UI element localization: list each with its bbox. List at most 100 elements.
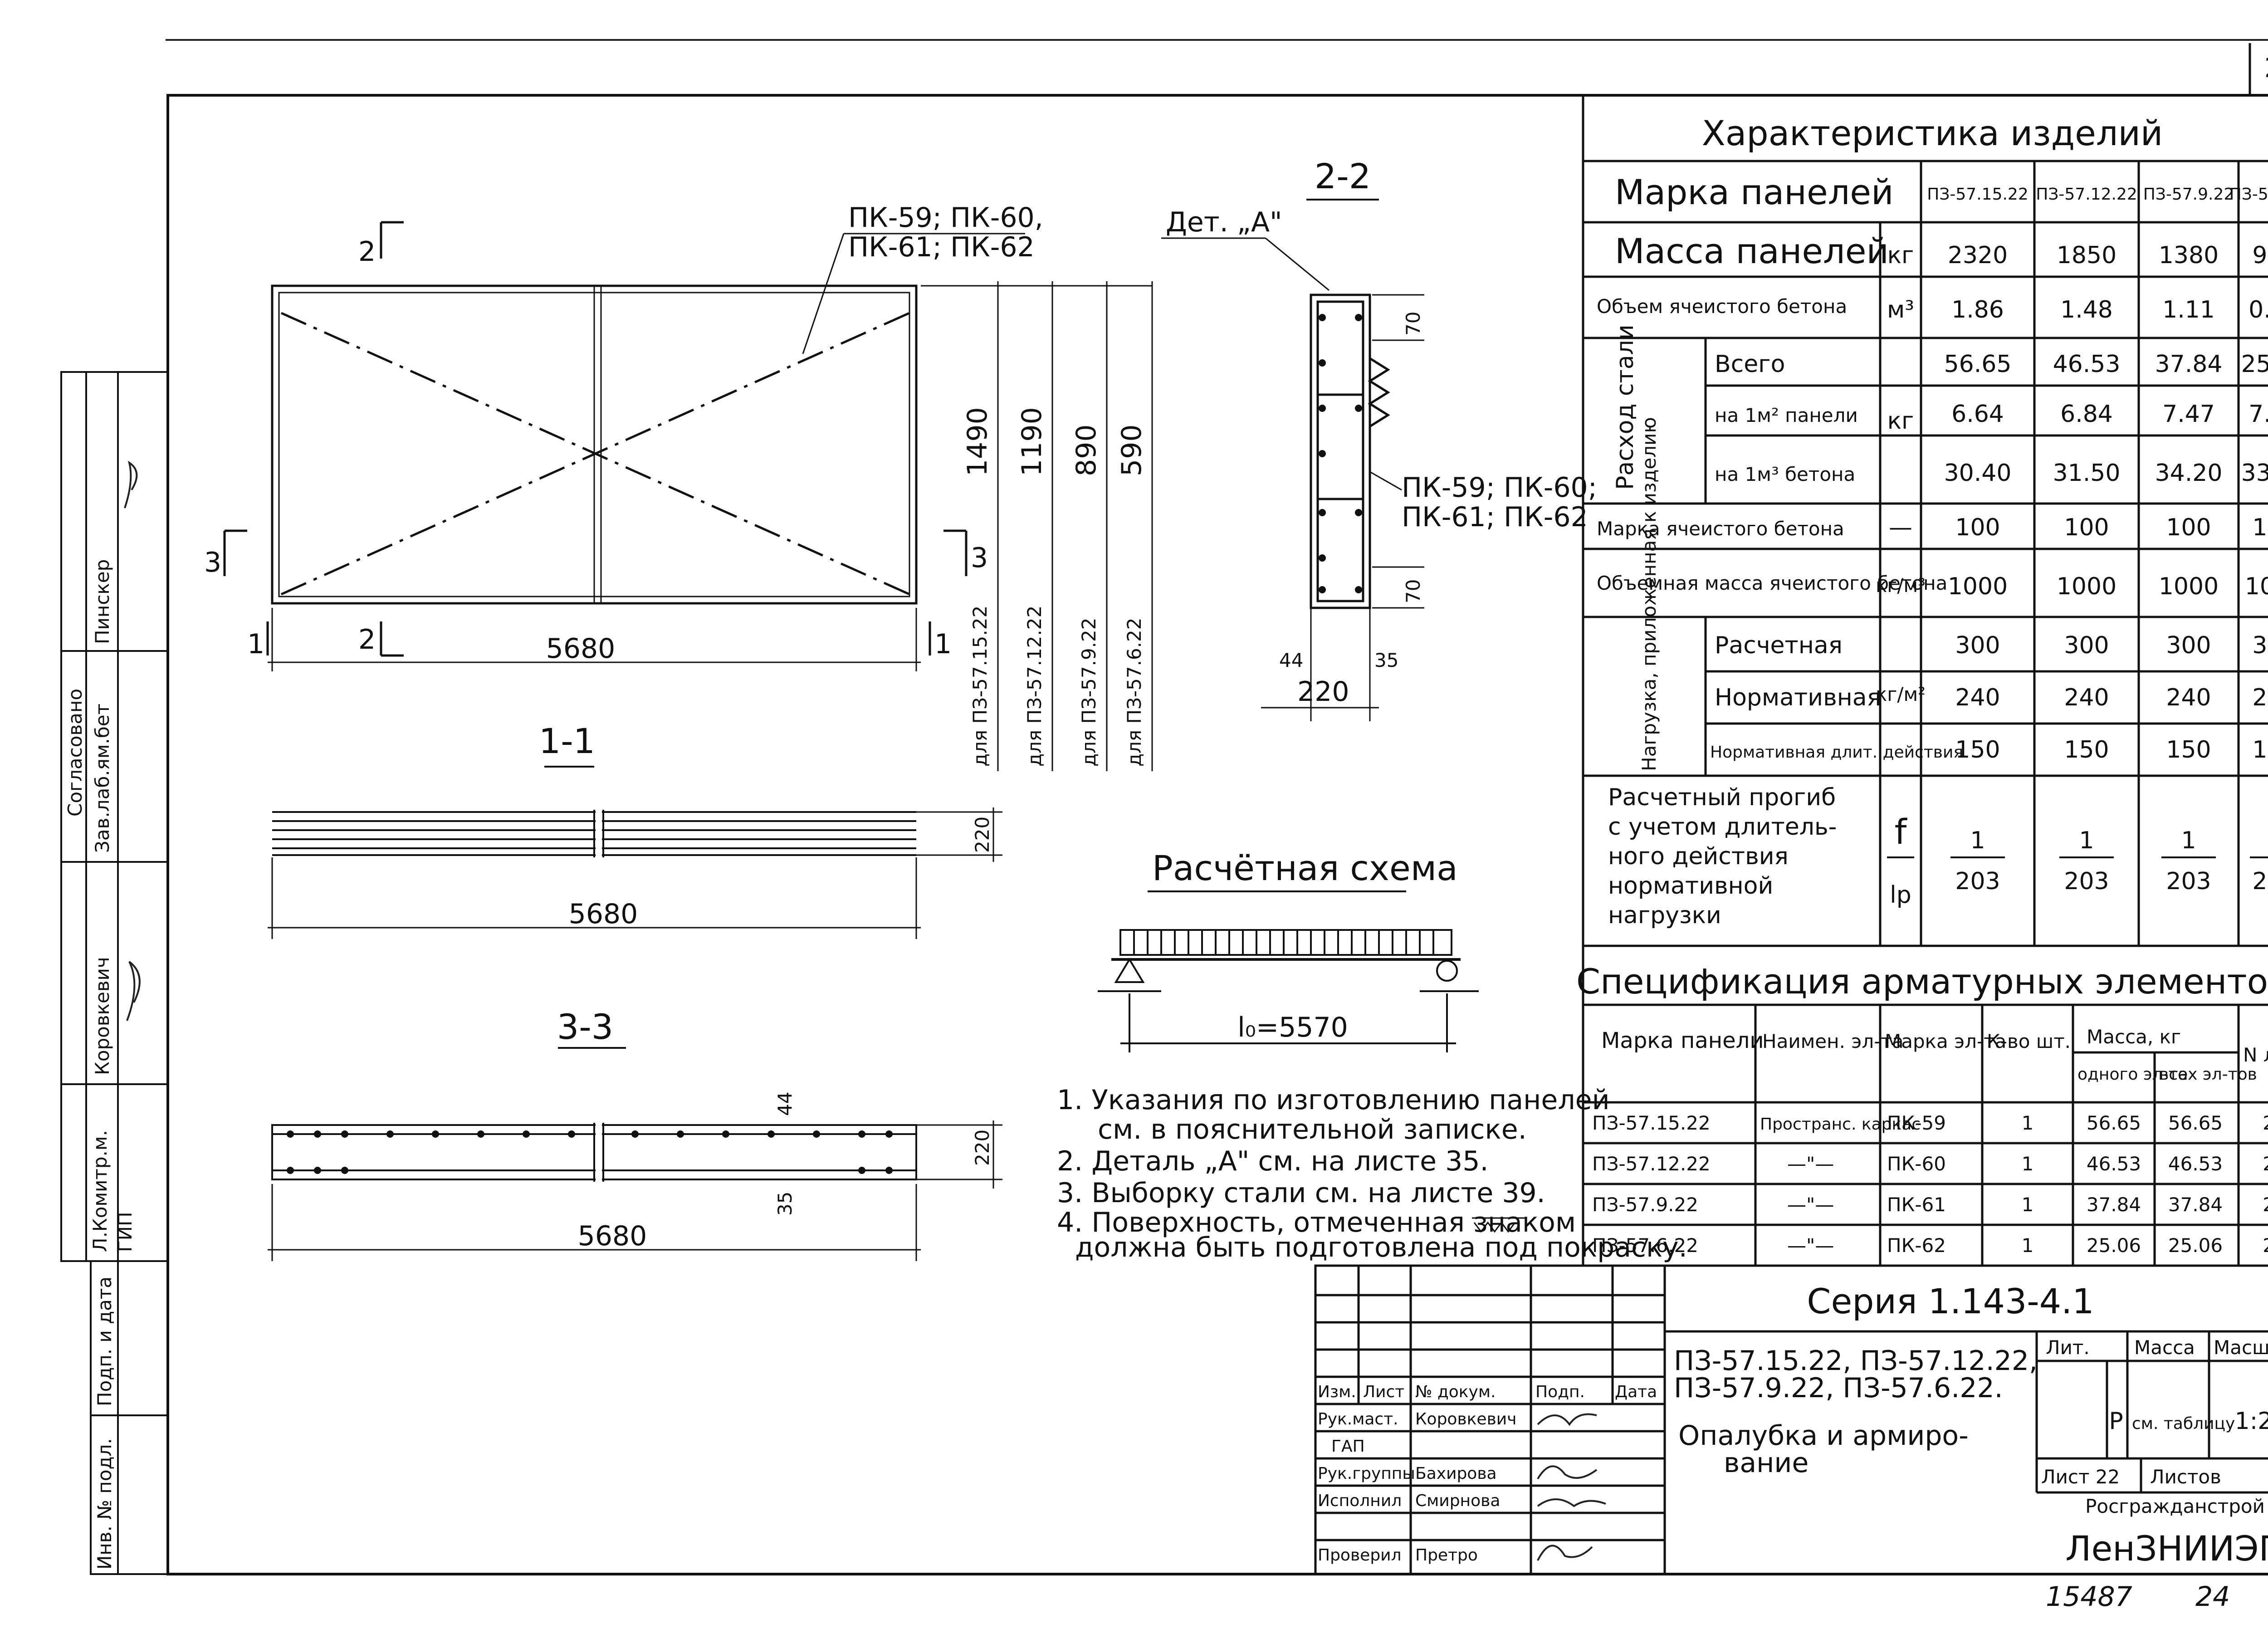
section-dim-top: 70 bbox=[1402, 312, 1424, 336]
spec-row-1-all: 56.65 bbox=[2168, 1112, 2223, 1134]
spec-row-4-name: —"— bbox=[1787, 1234, 1834, 1257]
view-3-3-title: 3-3 bbox=[557, 1007, 613, 1047]
tb-role-4: Исполнил bbox=[1318, 1492, 1402, 1510]
spec-row-2: ПЗ-57.12.22 —"— ПК-60 1 46.53 46.53 27 bbox=[1592, 1153, 2268, 1175]
steel-3-1: 30.40 bbox=[1944, 460, 2012, 487]
load-1-3: 300 bbox=[2166, 632, 2211, 659]
left-stamp bbox=[60, 371, 169, 1575]
section-1-right: 1 bbox=[934, 628, 952, 660]
tb-scale-value: 1:25 bbox=[2235, 1408, 2268, 1435]
spec-row-3-one: 37.84 bbox=[2087, 1194, 2141, 1216]
spec-row-2-all: 46.53 bbox=[2168, 1153, 2223, 1175]
spec-row-1-sheet: 27 bbox=[2263, 1112, 2268, 1134]
height-label-2: для ПЗ-57.12.22 bbox=[1023, 606, 1046, 767]
height-1190: 1190 bbox=[1016, 407, 1048, 476]
view-1-1-thickness: 220 bbox=[971, 817, 993, 853]
view-3-3-dim-44: 44 bbox=[774, 1092, 796, 1116]
deflection-num-4: 1 bbox=[2267, 827, 2268, 854]
page-number: 23 bbox=[2264, 52, 2268, 84]
tb-col-izm: Изм. bbox=[1318, 1383, 1356, 1401]
density-label: Объемная масса ячеистого бетона bbox=[1597, 572, 1947, 594]
mass-label: Масса панелей bbox=[1615, 231, 1889, 271]
grade-unit: — bbox=[1889, 514, 1912, 541]
deflection-den-1: 203 bbox=[1955, 868, 2000, 895]
tb-sheet-label: Лист 22 bbox=[2041, 1466, 2120, 1488]
steel-3-2: 31.50 bbox=[2053, 460, 2121, 487]
height-1490: 1490 bbox=[962, 407, 993, 476]
view-3-3-thickness: 220 bbox=[971, 1130, 993, 1166]
series-label: Серия 1.143-4.1 bbox=[1807, 1281, 2094, 1321]
load-unit: кг/м² bbox=[1876, 683, 1926, 705]
load-3-4: 150 bbox=[2252, 736, 2268, 763]
spec-row-3-sheet: 27 bbox=[2263, 1194, 2268, 1216]
deflection-den-4: 203 bbox=[2252, 868, 2268, 895]
grade-value-4: 100 bbox=[2252, 514, 2268, 541]
note-4b: должна быть подготовлена под покраску. bbox=[1075, 1232, 1687, 1263]
load-3-3: 150 bbox=[2166, 736, 2211, 763]
notes: 1. Указания по изготовлению панелей см. … bbox=[1057, 1084, 1687, 1263]
steel-1-1: 56.65 bbox=[1944, 351, 2012, 378]
note-3: 3. Выборку стали см. на листе 39. bbox=[1057, 1177, 1545, 1209]
section-2-bottom: 2 bbox=[358, 624, 376, 656]
spec-row-1-name: Пространс. каркас bbox=[1760, 1115, 1921, 1134]
dept-head-name: Коровкевич bbox=[91, 957, 113, 1075]
height-label-3: для ПЗ-57.9.22 bbox=[1078, 618, 1100, 767]
steel-row-1-label: Всего bbox=[1715, 351, 1785, 378]
steel-2-2: 6.84 bbox=[2060, 401, 2113, 428]
grade-value-3: 100 bbox=[2166, 514, 2211, 541]
load-2-4: 240 bbox=[2252, 684, 2268, 711]
scheme-title: Расчётная схема bbox=[1152, 848, 1458, 888]
note-2: 2. Деталь „А" см. на листе 35. bbox=[1057, 1145, 1489, 1177]
spec-row-2-mark: ПК-60 bbox=[1887, 1153, 1946, 1175]
bottom-number-right: 24 bbox=[2195, 1581, 2230, 1613]
surface-symbol-icon bbox=[1472, 1217, 1526, 1233]
steel-1-3: 37.84 bbox=[2155, 351, 2223, 378]
density-value-4: 1000 bbox=[2245, 573, 2268, 600]
tb-org-top: Росгражданстрой bbox=[2085, 1495, 2265, 1517]
view-1-1-length: 5680 bbox=[569, 898, 638, 930]
section-dim-right: 35 bbox=[1374, 649, 1398, 671]
spec-header-mass-all: всех эл-тов bbox=[2159, 1065, 2257, 1084]
spec-row-3-all: 37.84 bbox=[2168, 1194, 2223, 1216]
tb-name-6: Претро bbox=[1415, 1546, 1478, 1565]
height-590: 590 bbox=[1116, 424, 1148, 476]
detail-a-label: Дет. „А" bbox=[1166, 206, 1282, 238]
panel-header-2: ПЗ-57.12.22 bbox=[2036, 185, 2137, 204]
view-3-3-length: 5680 bbox=[578, 1220, 647, 1252]
spec-header-mark: Марка эл-та bbox=[1885, 1030, 2006, 1052]
specification-title: Спецификация арматурных элементов bbox=[1576, 961, 2268, 1002]
spec-header-name: Наимен. эл-та bbox=[1762, 1030, 1904, 1052]
panel-header-1: ПЗ-57.15.22 bbox=[1927, 185, 2028, 204]
height-label-4: для ПЗ-57.6.22 bbox=[1123, 618, 1145, 767]
deflection-unit-bottom: lр bbox=[1890, 881, 1911, 909]
tb-name-4: Смирнова bbox=[1415, 1492, 1500, 1510]
chief-role: Л.Комитр.м. bbox=[89, 1130, 111, 1252]
view-1-1 bbox=[272, 807, 916, 862]
view-3-3-dim-35: 35 bbox=[774, 1192, 796, 1216]
note-4a: 4. Поверхность, отмеченная знаком bbox=[1057, 1207, 1576, 1238]
load-group-label: Нагрузка, приложенная к изделию bbox=[1638, 417, 1660, 771]
grade-value-1: 100 bbox=[1955, 514, 2000, 541]
grade-value-2: 100 bbox=[2064, 514, 2109, 541]
tb-sheets-label: Листов bbox=[2150, 1466, 2221, 1488]
spec-row-1-panel: ПЗ-57.15.22 bbox=[1592, 1112, 1711, 1134]
deflection-num-3: 1 bbox=[2181, 827, 2196, 854]
section-2-2-bars bbox=[1319, 314, 1362, 593]
page-number-box: 23 bbox=[2248, 43, 2268, 95]
load-1-4: 300 bbox=[2252, 632, 2268, 659]
load-2-2: 240 bbox=[2064, 684, 2109, 711]
spec-row-2-one: 46.53 bbox=[2087, 1153, 2141, 1175]
mass-value-2: 1850 bbox=[2057, 242, 2116, 269]
view-2-2-title: 2-2 bbox=[1315, 156, 1371, 196]
height-label-1: для ПЗ-57.15.22 bbox=[969, 606, 991, 767]
tb-col-doc: № докум. bbox=[1415, 1383, 1496, 1401]
load-3-2: 150 bbox=[2064, 736, 2109, 763]
spec-row-3-panel: ПЗ-57.9.22 bbox=[1592, 1194, 1698, 1216]
tb-lit-label: Лит. bbox=[2046, 1336, 2090, 1359]
mass-value-1: 2320 bbox=[1948, 242, 2008, 269]
steel-2-1: 6.64 bbox=[1951, 401, 2004, 428]
load-1-1: 300 bbox=[1955, 632, 2000, 659]
tb-mass-value: см. таблицу bbox=[2132, 1414, 2235, 1433]
volume-value-1: 1.86 bbox=[1951, 296, 2004, 323]
